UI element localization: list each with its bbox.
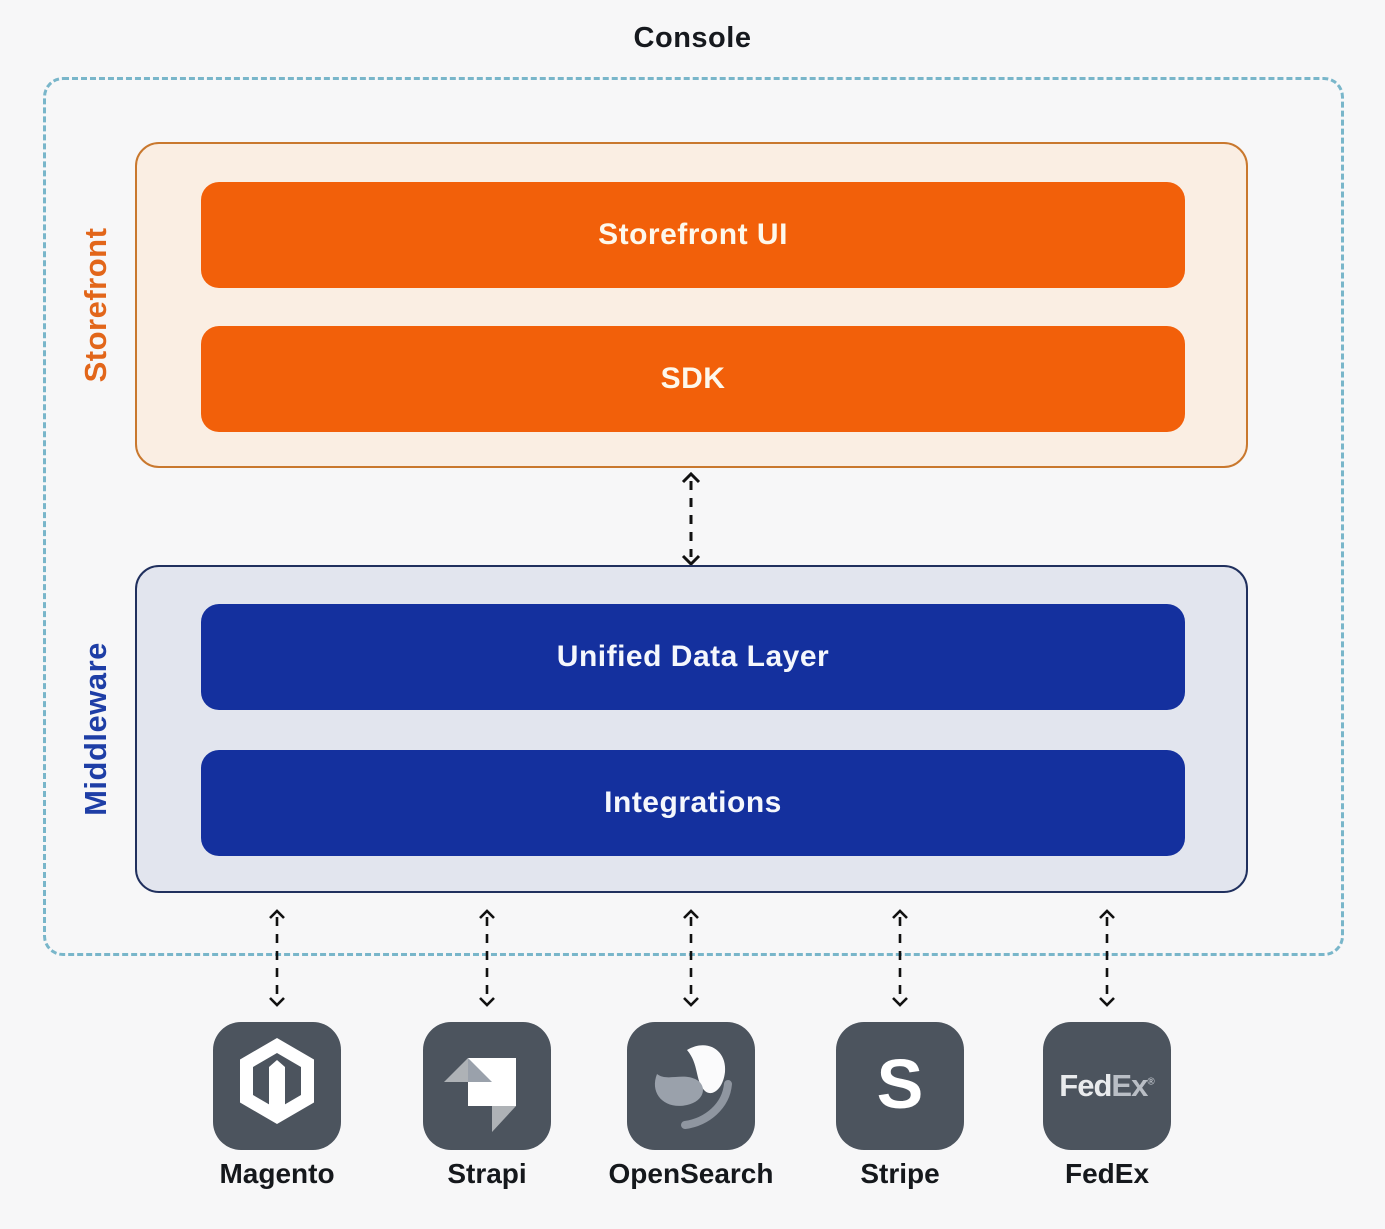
- strapi-tile: [423, 1022, 551, 1150]
- magento-icon: [240, 1038, 314, 1124]
- middleware-panel: Unified Data Layer Integrations: [135, 565, 1248, 893]
- strapi-label: Strapi: [447, 1158, 527, 1189]
- fedex-label: FedEx: [1064, 1158, 1150, 1189]
- stripe-label: Stripe: [860, 1158, 940, 1189]
- double-arrow-strapi: [479, 909, 495, 1007]
- page-title: Console: [633, 22, 752, 54]
- storefront-panel: Storefront UI SDK: [135, 142, 1248, 468]
- stripe-icon: S: [876, 1045, 924, 1123]
- opensearch-tile: [627, 1022, 755, 1150]
- sdk-block: SDK: [201, 326, 1185, 432]
- unified-data-layer-block: Unified Data Layer: [201, 604, 1185, 710]
- console-dashed-container: [43, 77, 1344, 956]
- double-arrow-fedex: [1099, 909, 1115, 1007]
- magento-tile: [213, 1022, 341, 1150]
- fedex-icon: FedEx®: [1059, 1068, 1155, 1103]
- opensearch-icon: [654, 1045, 732, 1129]
- integrations-block: Integrations: [201, 750, 1185, 856]
- middleware-section-label: Middleware: [78, 642, 113, 816]
- fedex-tile: FedEx®: [1043, 1022, 1171, 1150]
- double-arrow-stripe: [892, 909, 908, 1007]
- opensearch-label: OpenSearch: [608, 1158, 774, 1189]
- double-arrow-magento: [269, 909, 285, 1007]
- double-arrow-opensearch: [683, 909, 699, 1007]
- double-arrow-storefront-middleware: [681, 471, 701, 567]
- storefront-section-label: Storefront: [78, 227, 113, 383]
- magento-label: Magento: [219, 1158, 335, 1189]
- storefront-ui-block: Storefront UI: [201, 182, 1185, 288]
- stripe-tile: S: [836, 1022, 964, 1150]
- strapi-icon: [444, 1058, 516, 1132]
